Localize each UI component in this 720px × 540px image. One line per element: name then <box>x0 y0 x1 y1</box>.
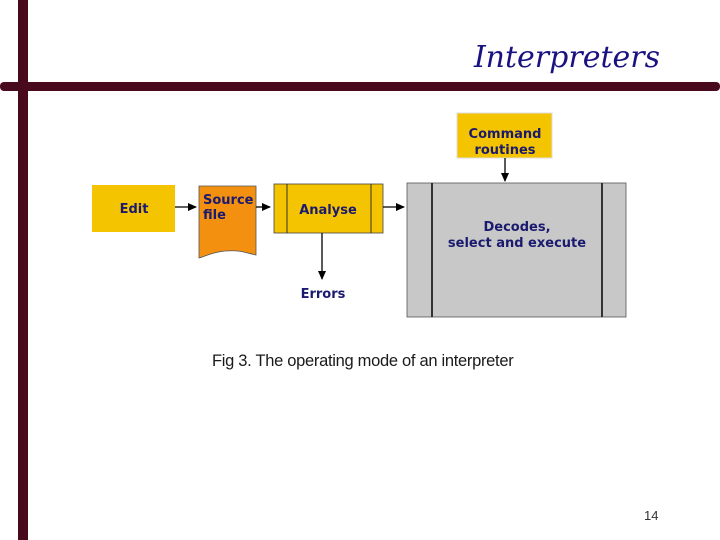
edit-box: Edit <box>92 185 175 232</box>
decodes-label-1: Decodes, <box>483 220 550 235</box>
decodes-box: Decodes, select and execute <box>406 182 627 318</box>
source-file-label-2: file <box>203 208 226 223</box>
slide-title: Interpreters <box>473 40 660 75</box>
source-file-document: Source file <box>198 185 257 259</box>
figure-caption: Fig 3. The operating mode of an interpre… <box>212 352 514 370</box>
errors-label: Errors <box>301 287 346 302</box>
left-frame-bar <box>18 0 28 540</box>
analyse-box: Analyse <box>273 183 384 234</box>
edit-label: Edit <box>120 202 149 217</box>
source-file-label-1: Source <box>203 193 254 208</box>
page-number: 14 <box>644 508 659 523</box>
title-underline-bar <box>0 82 720 91</box>
command-routines-label-1: Command <box>469 127 542 142</box>
command-routines-box: Command routines <box>456 112 553 159</box>
analyse-label: Analyse <box>299 203 357 218</box>
decodes-label-2: select and execute <box>448 236 586 251</box>
command-routines-label-2: routines <box>474 143 535 158</box>
